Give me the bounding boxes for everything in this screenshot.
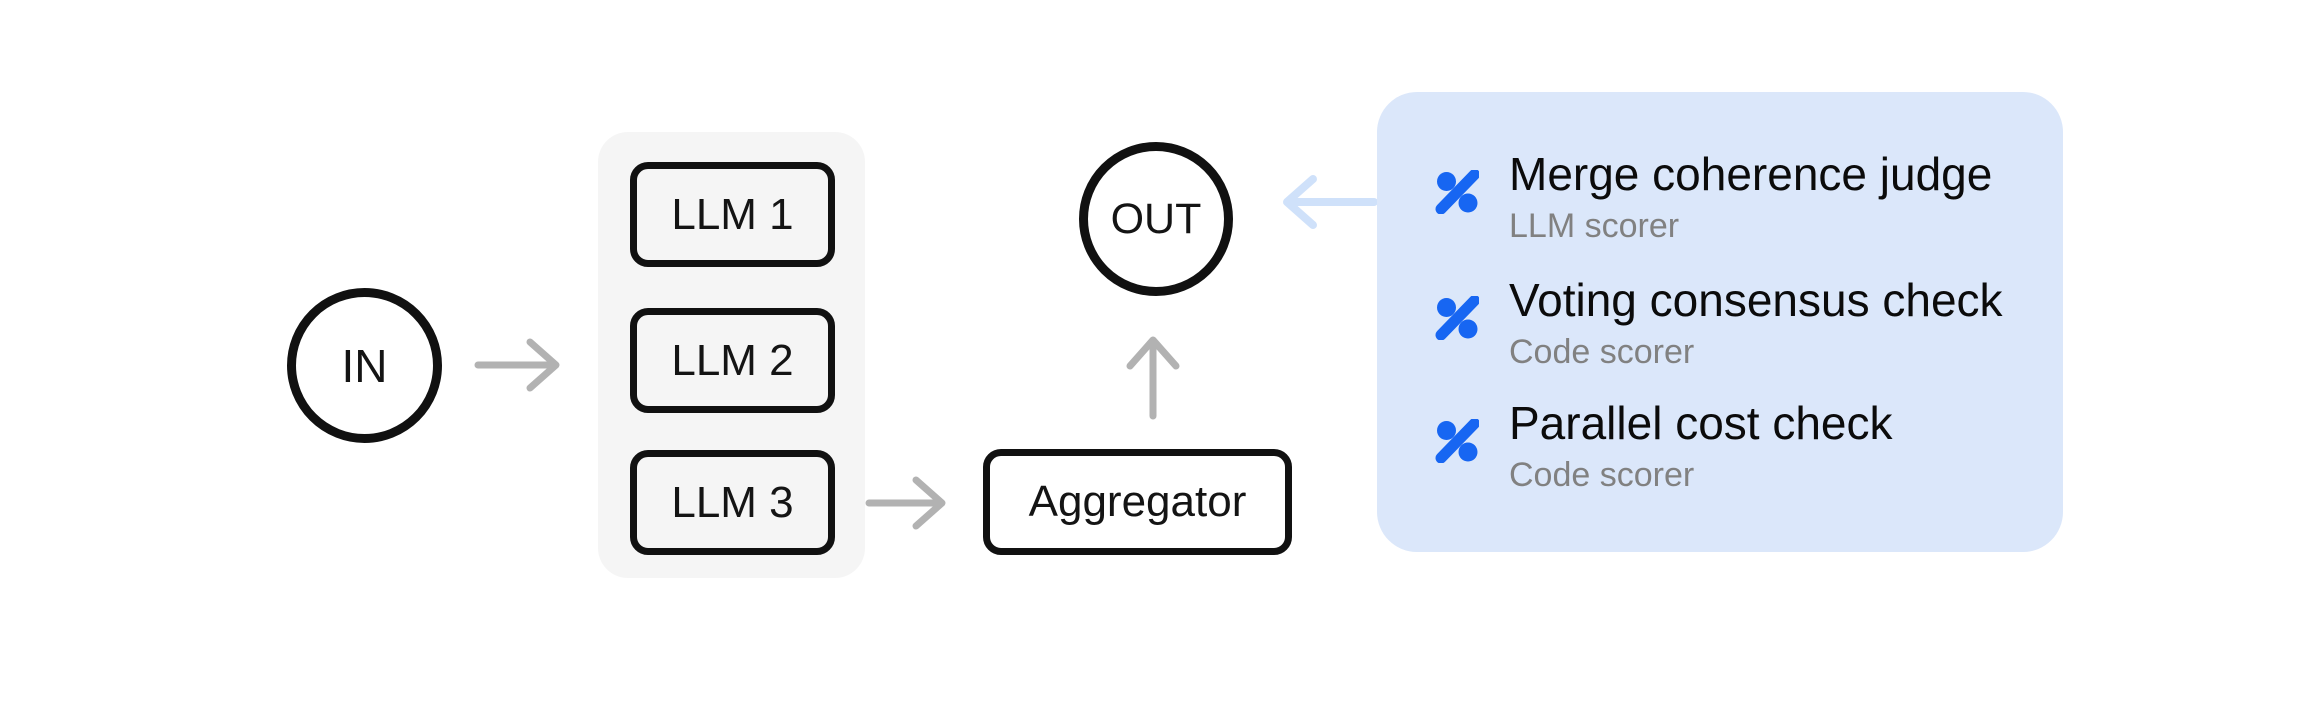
llm-group: LLM 1 LLM 2 LLM 3 bbox=[598, 132, 865, 578]
percent-scorer-icon bbox=[1435, 170, 1479, 214]
aggregator-node: Aggregator bbox=[983, 449, 1292, 555]
llm-3-node: LLM 3 bbox=[630, 450, 835, 555]
scorer-subtitle: Code scorer bbox=[1509, 455, 1695, 494]
llm-1-label: LLM 1 bbox=[671, 189, 794, 239]
llm-1-node: LLM 1 bbox=[630, 162, 835, 267]
arrow-in-to-llms bbox=[474, 338, 560, 392]
percent-scorer-icon bbox=[1435, 296, 1479, 340]
scorer-title: Merge coherence judge bbox=[1509, 148, 1993, 200]
arrow-scorers-to-out bbox=[1283, 175, 1378, 229]
llm-2-node: LLM 2 bbox=[630, 308, 835, 413]
out-node: OUT bbox=[1079, 142, 1233, 296]
scorer-title: Parallel cost check bbox=[1509, 397, 1893, 449]
scorer-item: Voting consensus check Code scorer bbox=[1435, 274, 2003, 372]
scorer-text: Merge coherence judge LLM scorer bbox=[1509, 148, 1992, 246]
arrow-llm3-to-aggregator bbox=[865, 476, 946, 530]
scorer-text: Voting consensus check Code scorer bbox=[1509, 274, 2003, 372]
aggregator-label: Aggregator bbox=[1028, 477, 1247, 526]
scorer-item: Merge coherence judge LLM scorer bbox=[1435, 148, 1992, 246]
in-node-label: IN bbox=[341, 339, 388, 392]
scorer-item: Parallel cost check Code scorer bbox=[1435, 397, 1893, 495]
scorer-title: Voting consensus check bbox=[1509, 274, 2003, 326]
out-node-label: OUT bbox=[1110, 194, 1202, 243]
in-node: IN bbox=[287, 288, 442, 443]
scorer-subtitle: LLM scorer bbox=[1509, 206, 1680, 245]
scorer-subtitle: Code scorer bbox=[1509, 332, 1695, 371]
percent-scorer-icon bbox=[1435, 419, 1479, 463]
llm-3-label: LLM 3 bbox=[671, 477, 794, 527]
scorer-text: Parallel cost check Code scorer bbox=[1509, 397, 1893, 495]
arrow-aggregator-to-out bbox=[1126, 336, 1180, 420]
llm-2-label: LLM 2 bbox=[671, 335, 794, 385]
scorers-panel: Merge coherence judge LLM scorer Voting … bbox=[1377, 92, 2063, 552]
